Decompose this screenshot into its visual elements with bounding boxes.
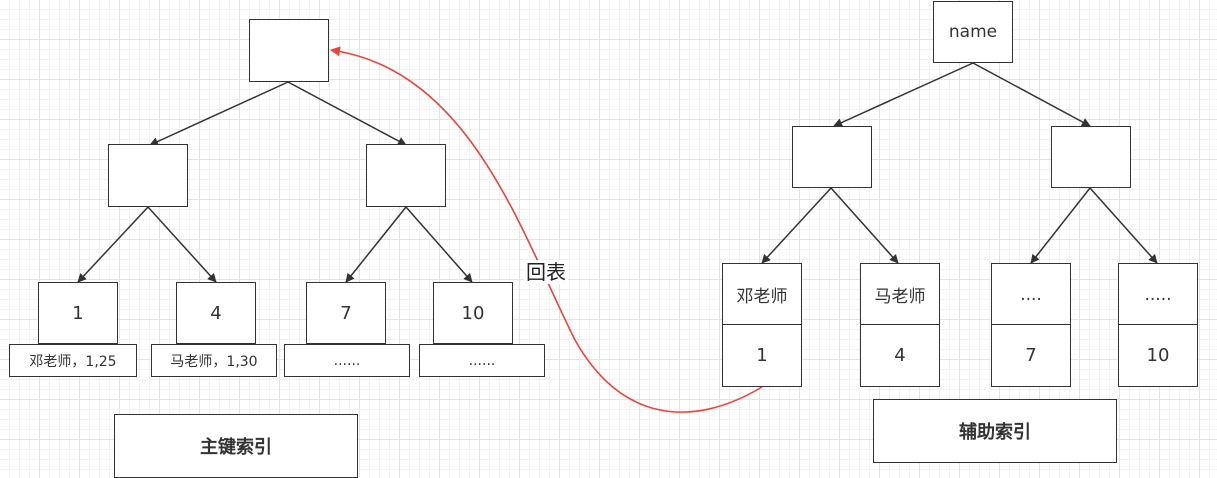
edge-s-root-right [972,62,1091,127]
primary-leaf-key: 1 [38,282,118,344]
edge-s-left-deng [761,187,832,264]
edge-p-left-4 [147,206,217,283]
edge-s-left-ma [830,187,899,264]
secondary-leaf-pk: 4 [860,324,940,387]
edge-s-right-a [1030,187,1091,264]
secondary-leaf-key: .... [991,263,1071,326]
secondary-internal-node-left [792,126,872,188]
edge-p-right-10 [405,206,473,283]
secondary-index-title: 辅助索引 [873,399,1117,463]
secondary-leaf-key: ..... [1118,263,1198,326]
edge-p-root-right [287,81,407,146]
edge-s-right-b [1089,187,1158,264]
edge-p-root-left [149,81,289,146]
primary-leaf-key: 7 [306,282,386,344]
edge-p-right-7 [345,206,407,283]
edge-s-root-left [833,62,974,127]
primary-internal-node-left [108,144,188,207]
primary-root-node [249,19,329,82]
secondary-leaf-key: 马老师 [860,263,940,326]
primary-leaf-row: 邓老师，1,25 [9,344,137,377]
edge-p-left-1 [77,206,149,283]
primary-leaf-row: 马老师，1,30 [151,344,277,377]
secondary-leaf-pk: 7 [991,324,1071,387]
secondary-root-node: name [933,1,1013,63]
secondary-leaf-pk: 1 [722,324,802,387]
secondary-leaf-pk: 10 [1118,324,1198,387]
primary-leaf-row: ...... [284,344,410,377]
primary-leaf-key: 4 [176,282,256,344]
lookup-edge-label: 回表 [524,260,568,284]
primary-internal-node-right [366,144,446,207]
secondary-leaf-key: 邓老师 [722,263,802,326]
secondary-internal-node-right [1051,126,1131,188]
lookup-curve [330,46,763,413]
primary-leaf-key: 10 [433,282,513,344]
primary-index-title: 主键索引 [114,414,358,478]
primary-leaf-row: ...... [419,344,545,377]
